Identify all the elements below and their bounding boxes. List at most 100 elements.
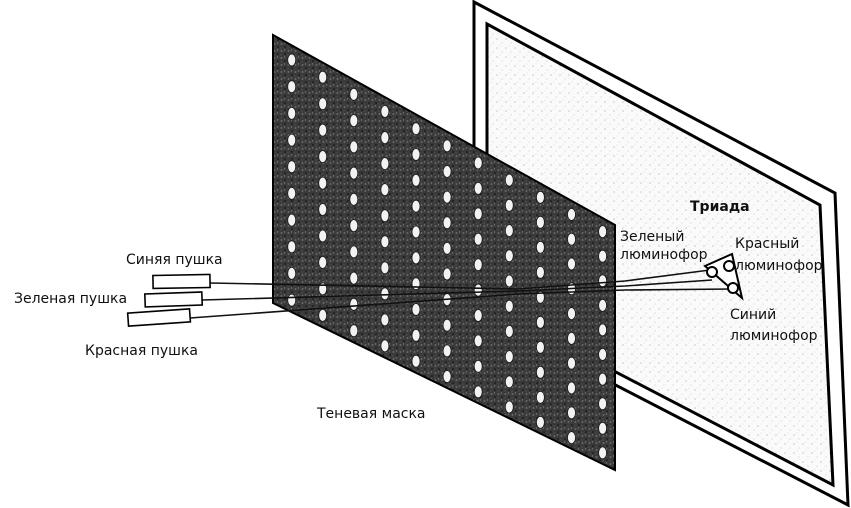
green-phosphor-label-line1: Зеленый <box>620 229 684 245</box>
mask-hole <box>504 173 514 187</box>
mask-hole <box>567 232 576 246</box>
mask-hole <box>442 165 452 178</box>
phosphor-triad <box>703 252 744 301</box>
mask-hole <box>567 307 576 321</box>
mask-hole <box>349 88 359 101</box>
mask-hole <box>473 359 483 373</box>
mask-hole <box>349 140 359 154</box>
mask-hole <box>598 298 607 312</box>
mask-hole <box>349 114 359 127</box>
mask-hole <box>536 340 545 354</box>
mask-hole <box>473 334 483 348</box>
blue-beam <box>209 269 711 290</box>
mask-hole <box>380 235 390 249</box>
mask-hole <box>442 267 452 281</box>
red-beam <box>189 288 733 319</box>
mask-hole <box>380 261 390 275</box>
mask-hole <box>598 421 607 435</box>
mask-hole <box>380 339 390 353</box>
mask-hole <box>536 390 545 404</box>
mask-hole <box>411 225 421 239</box>
mask-hole <box>318 229 328 243</box>
mask-hole <box>411 354 421 368</box>
mask-hole <box>287 133 297 147</box>
mask-hole <box>598 348 607 361</box>
mask-hole <box>380 209 390 223</box>
mask-hole <box>442 216 452 230</box>
red-gun <box>126 307 192 327</box>
red-phosphor-label-line2: люминофор <box>735 258 823 274</box>
shadow-mask-label: Теневая маска <box>316 406 426 422</box>
mask-hole <box>473 258 483 272</box>
mask-hole <box>473 283 483 297</box>
mask-hole <box>287 293 297 307</box>
mask-hole <box>442 139 452 153</box>
blue-phosphor-label-line1: Синий <box>730 307 776 323</box>
mask-hole <box>473 385 483 399</box>
mask-hole <box>380 183 390 197</box>
mask-hole <box>536 315 545 329</box>
mask-hole <box>380 313 390 327</box>
electron-guns <box>126 273 211 327</box>
mask-hole <box>318 176 328 190</box>
mask-hole <box>380 105 390 118</box>
mask-hole <box>349 192 359 206</box>
mask-hole <box>473 309 483 322</box>
mask-hole <box>380 287 390 301</box>
electron-beams <box>189 269 733 319</box>
blue-gun-label: Синяя пушка <box>126 252 223 268</box>
mask-hole <box>536 215 545 229</box>
mask-hole <box>318 203 328 216</box>
mask-hole <box>411 328 421 342</box>
blue-phosphor-dot <box>727 282 739 294</box>
mask-hole <box>504 350 514 364</box>
mask-hole <box>287 186 297 200</box>
mask-hole <box>411 122 421 136</box>
mask-hole <box>411 303 421 316</box>
mask-hole <box>411 277 421 291</box>
mask-hole <box>473 181 483 195</box>
green-gun-label: Зеленая пушка <box>14 291 127 307</box>
mask-hole <box>567 406 576 420</box>
mask-hole <box>349 297 359 311</box>
shadow-mask-plate <box>272 33 616 472</box>
mask-hole <box>442 344 452 358</box>
green-phosphor-dot <box>706 266 718 278</box>
mask-hole <box>287 240 297 254</box>
mask-hole <box>536 265 545 279</box>
mask-hole <box>349 219 359 233</box>
mask-hole <box>287 107 297 120</box>
mask-hole <box>318 70 328 84</box>
mask-hole <box>318 256 328 269</box>
mask-hole <box>349 166 359 180</box>
red-phosphor-dot <box>723 260 735 272</box>
mask-hole <box>567 257 576 271</box>
mask-hole <box>442 241 452 255</box>
mask-hole <box>536 240 545 254</box>
mask-hole <box>287 213 297 227</box>
red-phosphor-label-line1: Красный <box>735 236 799 252</box>
mask-hole <box>411 251 421 265</box>
mask-hole <box>598 397 607 411</box>
mask-hole <box>504 198 514 212</box>
mask-hole <box>380 157 390 171</box>
mask-hole <box>598 274 607 288</box>
triad-label: Триада <box>690 199 750 215</box>
mask-hole <box>567 208 576 221</box>
mask-hole <box>318 97 328 111</box>
mask-hole <box>442 318 452 332</box>
mask-hole <box>567 431 576 445</box>
mask-hole <box>598 446 607 460</box>
mask-hole <box>598 249 607 263</box>
mask-hole <box>287 80 297 94</box>
mask-hole <box>504 274 514 288</box>
mask-hole <box>504 324 514 338</box>
mask-hole <box>287 160 297 174</box>
mask-hole <box>442 370 452 383</box>
mask-hole <box>411 199 421 213</box>
mask-hole <box>411 148 421 161</box>
mask-hole <box>318 123 328 137</box>
mask-hole <box>504 224 514 238</box>
mask-hole <box>349 324 359 338</box>
mask-hole <box>536 415 545 429</box>
